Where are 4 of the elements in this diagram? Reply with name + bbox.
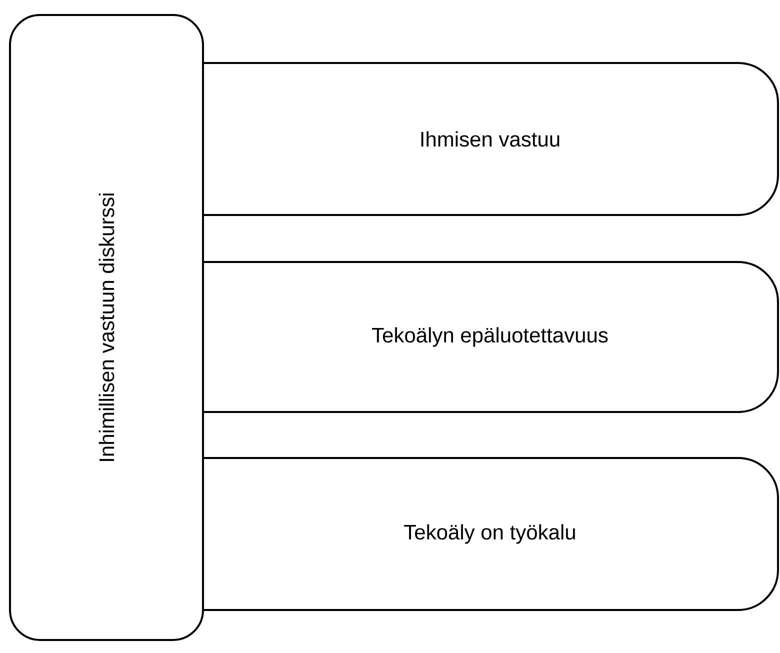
category-box: Inhimillisen vastuun diskurssi [9, 14, 204, 641]
theme-box: Tekoälyn epäluotettavuus [203, 261, 779, 413]
theme-box: Tekoäly on työkalu [203, 456, 779, 611]
theme-box: Ihmisen vastuu [203, 62, 779, 216]
